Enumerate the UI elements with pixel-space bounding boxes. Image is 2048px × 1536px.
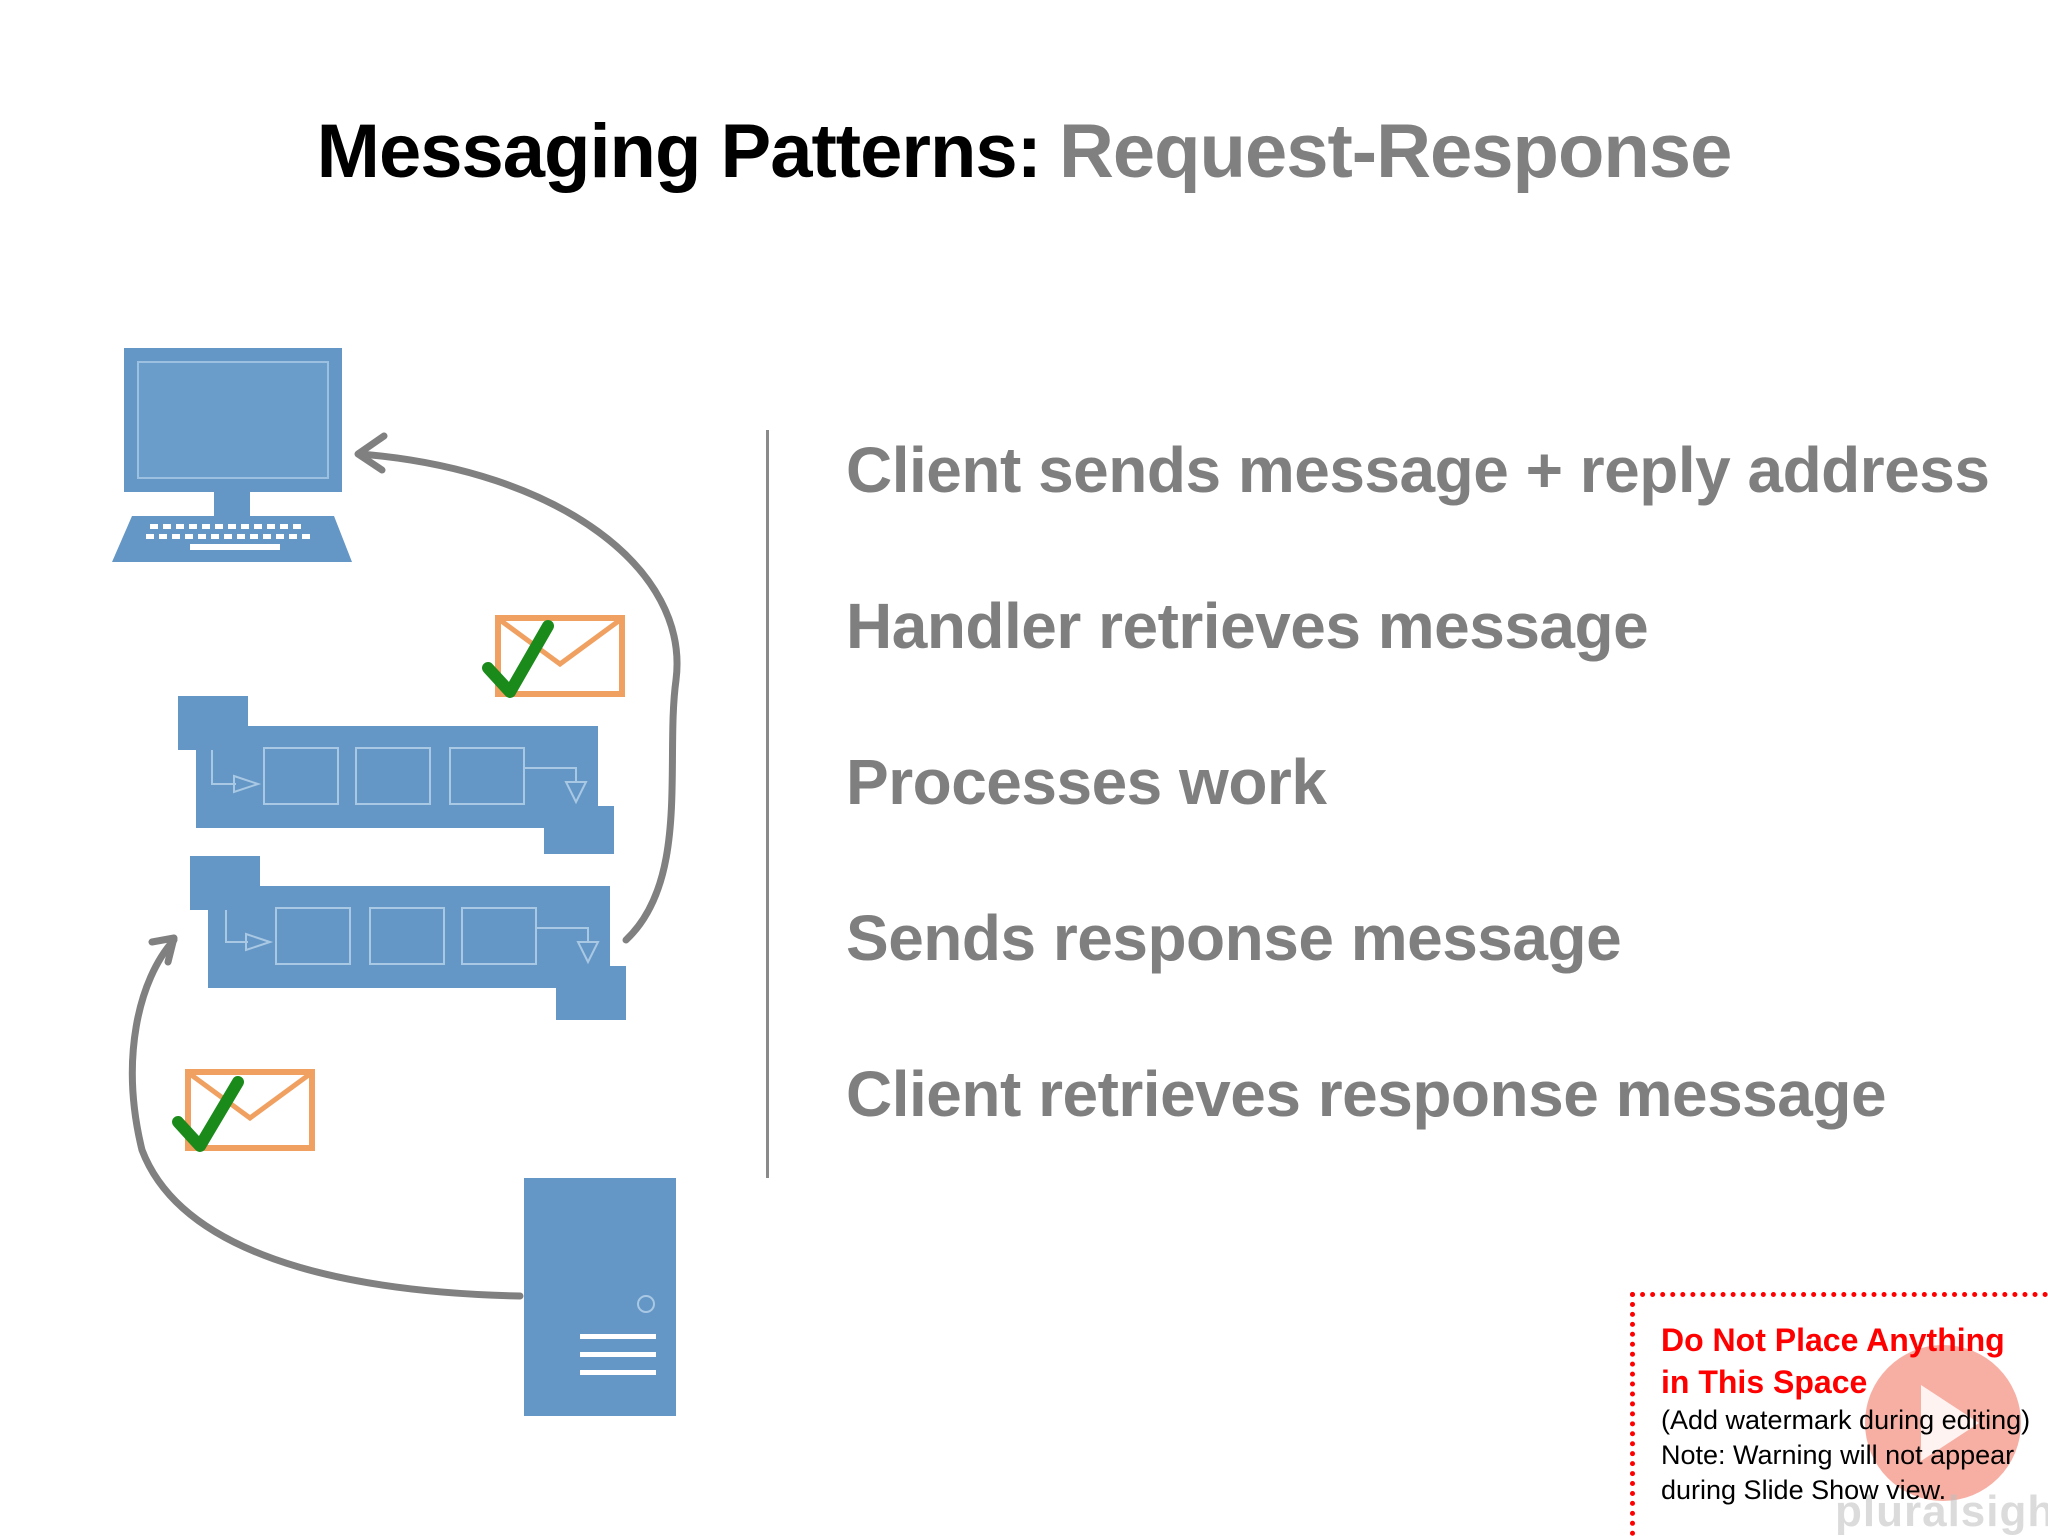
play-logo-icon xyxy=(1865,1345,2021,1501)
brand-watermark: pluralsight xyxy=(1835,1487,2048,1536)
bullet-item: Sends response message xyxy=(846,902,1622,974)
slide-title: Messaging Patterns:Request-Response xyxy=(0,108,2048,195)
request-arrow xyxy=(128,934,524,1300)
watermark-warning-box: pluralsight Do Not Place Anything in Thi… xyxy=(1630,1292,2048,1536)
response-arrow xyxy=(354,432,681,944)
warning-line-1: (Add watermark during editing) xyxy=(1661,1405,2031,1435)
bullet-item: Processes work xyxy=(846,746,1327,818)
queue-icon xyxy=(178,696,614,854)
bullet-item: Client retrieves response message xyxy=(846,1058,1887,1130)
envelope-check-icon xyxy=(172,1069,315,1152)
title-bold: Messaging Patterns: xyxy=(316,109,1042,194)
warning-line-2: Note: Warning will not appear during Sli… xyxy=(1661,1440,2015,1505)
warning-title: Do Not Place Anything in This Space xyxy=(1661,1322,2005,1400)
vertical-divider xyxy=(766,430,769,1178)
bullet-item: Handler retrieves message xyxy=(846,590,1649,662)
title-light: Request-Response xyxy=(1058,109,1732,194)
bullet-list: Client sends message + reply address Han… xyxy=(846,430,1990,1210)
envelope-check-icon xyxy=(482,615,625,698)
server-icon xyxy=(524,1178,676,1416)
laptop-icon xyxy=(112,348,352,562)
queue-icon xyxy=(190,856,626,1020)
bullet-item: Client sends message + reply address xyxy=(846,434,1990,506)
